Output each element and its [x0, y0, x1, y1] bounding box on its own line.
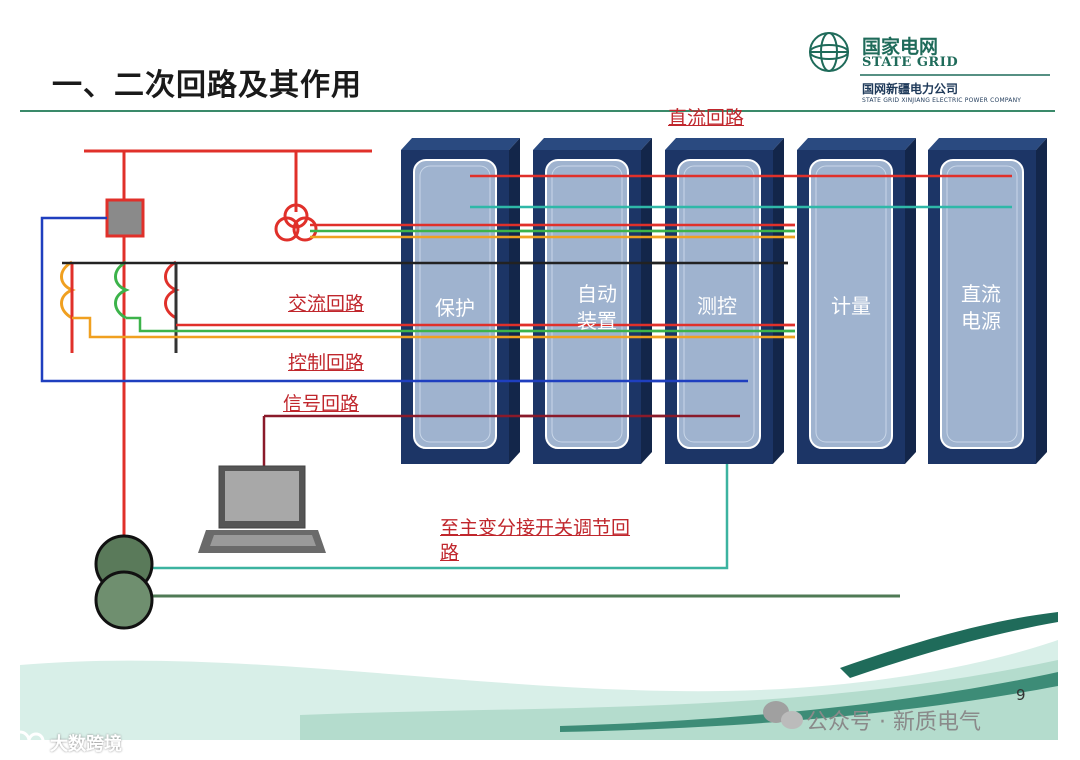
tap-changer-label-line2: 路 — [440, 542, 460, 564]
dc-circuit-label: 直流回路 — [668, 107, 745, 129]
logo-name-cn: 国家电网 — [862, 36, 939, 58]
logo-company-en: STATE GRID XINJIANG ELECTRIC POWER COMPA… — [862, 97, 1022, 104]
site-watermark: 大数跨境 — [50, 734, 122, 755]
cabinet-label-protection: 保护 — [435, 296, 475, 320]
cabinet-label-dc-power: 直流电源 — [961, 282, 1001, 333]
cabinet-label-measurement-control: 测控 — [697, 294, 737, 318]
cabinet-label-metering: 计量 — [831, 294, 871, 318]
page-number: 9 — [1016, 686, 1026, 704]
control-wire-blue — [40, 216, 748, 383]
current-transformer-coils-icon — [60, 260, 180, 353]
logo-company-cn: 国网新疆电力公司 — [862, 82, 959, 96]
wechat-icon — [763, 701, 803, 729]
bottom-swoosh-2 — [560, 672, 1058, 732]
cabinet-label-automatic-device: 自动装置 — [577, 282, 617, 333]
bottom-wave-mid — [300, 660, 1058, 740]
site-logo-icon — [9, 730, 45, 752]
ac-circuit-label: 交流回路 — [288, 293, 365, 315]
main-transformer-icon — [94, 534, 154, 630]
cabinet-metering — [797, 138, 916, 464]
logo-name-en: STATE GRID — [862, 55, 959, 70]
control-circuit-label: 控制回路 — [288, 352, 365, 374]
cabinet-dc-power — [928, 138, 1047, 464]
laptop-icon — [198, 465, 326, 553]
signal-circuit-label: 信号回路 — [283, 393, 360, 415]
state-grid-logo-icon — [809, 32, 849, 72]
breaker-box-icon — [105, 198, 145, 238]
tap-changer-wire — [138, 464, 729, 570]
tap-changer-label-line1: 至主变分接开关调节回 — [440, 517, 631, 539]
slide-title: 一、二次回路及其作用 — [52, 68, 362, 103]
bottom-swoosh — [840, 612, 1058, 678]
wechat-watermark: 公众号 · 新质电气 — [806, 710, 981, 735]
voltage-transformer-icon — [274, 203, 318, 242]
